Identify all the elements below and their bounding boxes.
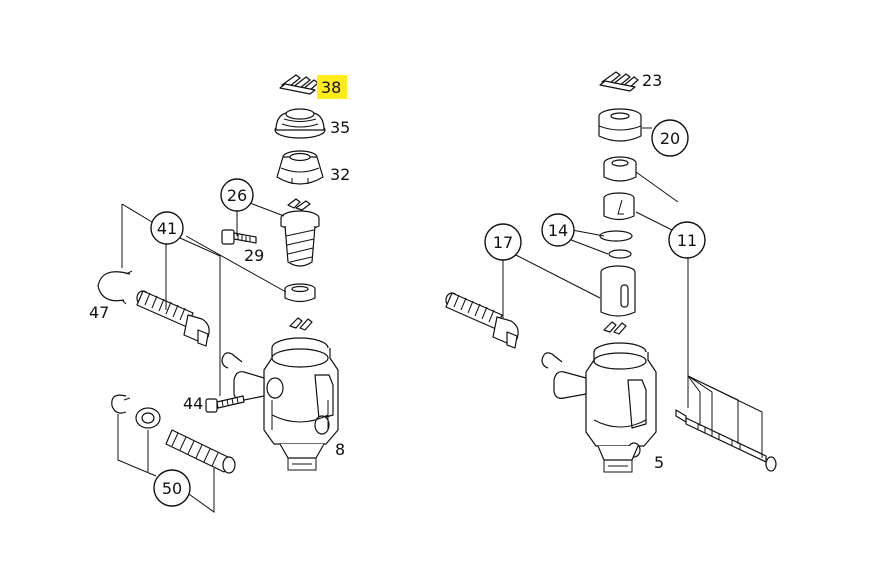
callout-circle-41: [150, 211, 184, 245]
callout-circle-26: [220, 178, 254, 212]
label-32: 32: [330, 165, 350, 184]
callout-circle-17: [484, 223, 522, 261]
highlight-38: [317, 75, 347, 99]
label-41: 41: [157, 219, 177, 238]
label-5: 5: [654, 453, 664, 472]
label-38: 38: [321, 78, 341, 97]
bolt-part-44: [205, 395, 245, 413]
oring-part-14: [599, 230, 633, 259]
plunger-part-right: [445, 292, 519, 349]
clip-part-38: [279, 74, 319, 95]
callout-circle-14: [541, 213, 575, 247]
housing-part-8: [221, 317, 339, 471]
ring-part-47: [97, 270, 133, 305]
callout-circle-11: [668, 221, 706, 259]
gear-part-26: [280, 198, 320, 267]
cap-part-35: [274, 108, 326, 139]
cup-seal-part: [135, 407, 161, 429]
seal-part-20: [598, 108, 642, 142]
clip-ring-part: [111, 394, 131, 414]
label-44: 44: [183, 394, 203, 413]
spring-part: [165, 429, 236, 474]
label-35: 35: [330, 118, 350, 137]
label-50: 50: [162, 479, 182, 498]
leader-lines-right: [502, 127, 763, 458]
boot-part-32: [276, 150, 324, 185]
valve-stem-part: [675, 409, 777, 472]
housing-part-5: [541, 321, 657, 473]
label-20: 20: [660, 129, 680, 148]
label-29: 29: [244, 246, 264, 265]
leader-lines-left: [117, 202, 287, 513]
label-47: 47: [89, 303, 109, 322]
callout-circle-20: [651, 119, 689, 157]
label-11: 11: [677, 231, 697, 250]
label-26: 26: [227, 186, 247, 205]
cylinder-part-17: [600, 265, 636, 317]
bushing-part: [603, 156, 637, 182]
sleeve-part: [603, 192, 635, 221]
label-17: 17: [493, 233, 513, 252]
plunger-part-41: [136, 290, 210, 347]
seal-part: [284, 283, 316, 303]
bolt-part-29: [221, 229, 257, 245]
label-14: 14: [548, 221, 568, 240]
callout-circle-50: [153, 469, 191, 507]
label-8: 8: [335, 440, 345, 459]
label-23: 23: [642, 71, 662, 90]
clip-part-23: [599, 71, 639, 92]
